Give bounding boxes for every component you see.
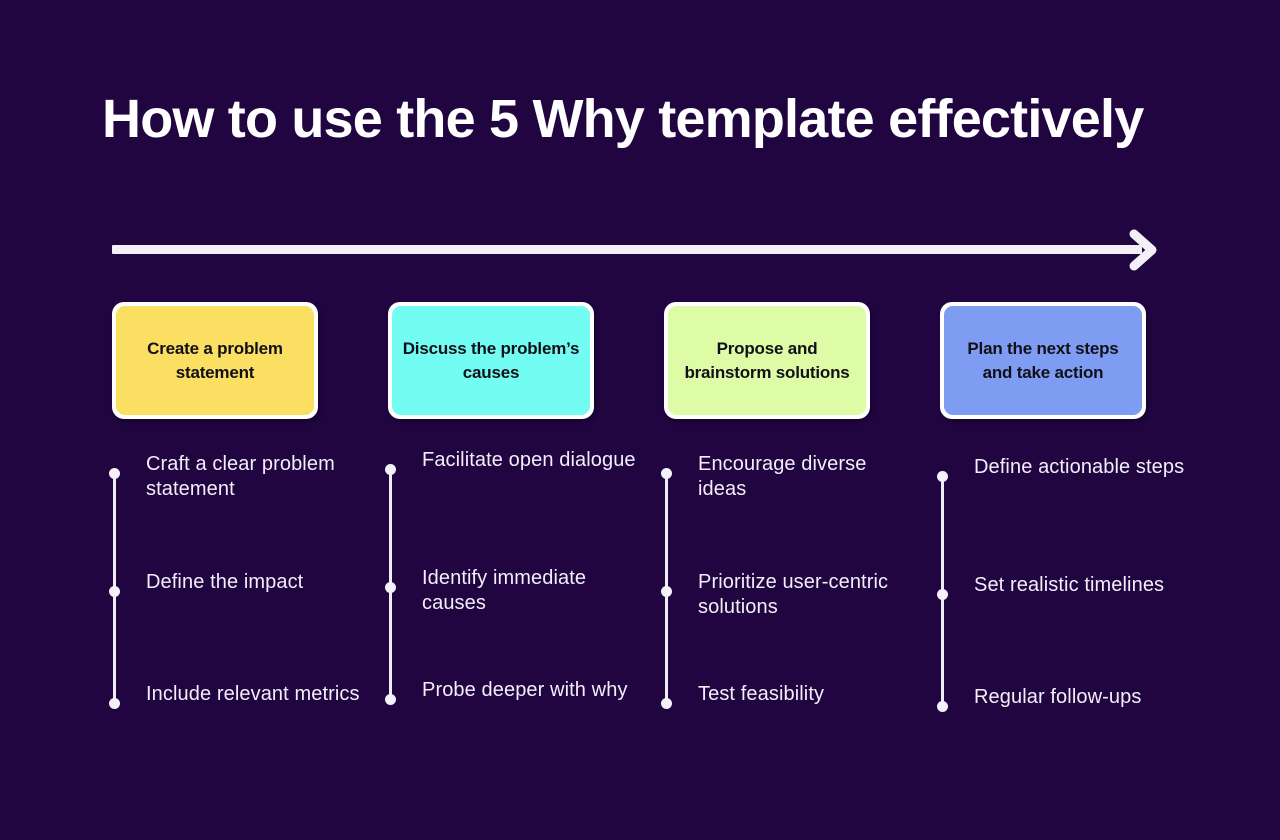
list-item-label: Define the impact bbox=[146, 571, 304, 593]
step-3-timeline: Encourage diverse ideas Prioritize user-… bbox=[661, 453, 888, 724]
timeline-dot-icon bbox=[109, 698, 120, 709]
page-title: How to use the 5 Why template effectivel… bbox=[102, 89, 1144, 149]
step-card-3-fill: Propose and brainstorm solutions bbox=[668, 306, 866, 415]
timeline-dot-icon bbox=[385, 582, 396, 593]
list-item-label: Identify immediate causes bbox=[422, 567, 587, 614]
steps-row: Create a problem statement Craft a clear… bbox=[109, 302, 1184, 742]
step-1-timeline: Craft a clear problem statement Define t… bbox=[109, 453, 360, 724]
step-4-timeline: Define actionable steps Set realistic ti… bbox=[937, 456, 1184, 727]
step-column-4: Plan the next steps and take action Defi… bbox=[937, 302, 1184, 742]
list-item-label: Craft a clear problem statement bbox=[146, 453, 335, 500]
list-item: Define the impact bbox=[109, 571, 362, 646]
list-item: Test feasibility bbox=[661, 683, 914, 758]
progress-arrow-line bbox=[112, 245, 1142, 254]
list-item: Identify immediate causes bbox=[385, 567, 638, 642]
step-card-1[interactable]: Create a problem statement bbox=[112, 302, 318, 419]
timeline-dot-icon bbox=[661, 698, 672, 709]
list-item-label: Set realistic timelines bbox=[974, 574, 1165, 596]
timeline-dot-icon bbox=[937, 471, 948, 482]
list-item-label: Include relevant metrics bbox=[146, 683, 360, 705]
step-column-3: Propose and brainstorm solutions Encoura… bbox=[661, 302, 888, 742]
list-item-label: Test feasibility bbox=[698, 683, 825, 705]
step-card-2[interactable]: Discuss the problem’s causes bbox=[388, 302, 594, 419]
timeline-dot-icon bbox=[661, 468, 672, 479]
arrow-right-icon bbox=[1129, 229, 1157, 271]
step-card-1-fill: Create a problem statement bbox=[116, 306, 314, 415]
step-card-4-fill: Plan the next steps and take action bbox=[944, 306, 1142, 415]
list-item-label: Define actionable steps bbox=[974, 456, 1185, 478]
timeline-dot-icon bbox=[385, 694, 396, 705]
list-item: Define actionable steps bbox=[937, 456, 1190, 531]
step-card-3-label: Propose and brainstorm solutions bbox=[684, 338, 850, 382]
timeline-dot-icon bbox=[661, 586, 672, 597]
timeline-dot-icon bbox=[385, 464, 396, 475]
step-2-timeline: Facilitate open dialogue Identify immedi… bbox=[385, 449, 636, 720]
step-card-2-label: Discuss the problem’s causes bbox=[402, 338, 580, 382]
list-item: Encourage diverse ideas bbox=[661, 453, 914, 528]
list-item-label: Regular follow-ups bbox=[974, 686, 1142, 708]
list-item: Facilitate open dialogue bbox=[385, 449, 638, 524]
step-card-2-fill: Discuss the problem’s causes bbox=[392, 306, 590, 415]
timeline-dot-icon bbox=[937, 701, 948, 712]
step-card-4[interactable]: Plan the next steps and take action bbox=[940, 302, 1146, 419]
list-item: Include relevant metrics bbox=[109, 683, 362, 758]
step-card-3[interactable]: Propose and brainstorm solutions bbox=[664, 302, 870, 419]
list-item: Set realistic timelines bbox=[937, 574, 1190, 649]
list-item: Regular follow-ups bbox=[937, 686, 1190, 761]
step-card-4-label: Plan the next steps and take action bbox=[967, 338, 1119, 382]
list-item-label: Encourage diverse ideas bbox=[698, 453, 867, 500]
timeline-dot-icon bbox=[937, 589, 948, 600]
step-column-1: Create a problem statement Craft a clear… bbox=[109, 302, 360, 742]
timeline-dot-icon bbox=[109, 468, 120, 479]
list-item: Prioritize user-centric solutions bbox=[661, 571, 914, 646]
list-item: Probe deeper with why bbox=[385, 679, 638, 754]
list-item-label: Probe deeper with why bbox=[422, 679, 628, 701]
list-item-label: Prioritize user-centric solutions bbox=[698, 571, 889, 618]
step-card-1-label: Create a problem statement bbox=[147, 338, 283, 382]
timeline-dot-icon bbox=[109, 586, 120, 597]
step-column-2: Discuss the problem’s causes Facilitate … bbox=[385, 302, 636, 742]
list-item-label: Facilitate open dialogue bbox=[422, 449, 636, 471]
progress-arrow bbox=[112, 228, 1162, 272]
list-item: Craft a clear problem statement bbox=[109, 453, 362, 528]
